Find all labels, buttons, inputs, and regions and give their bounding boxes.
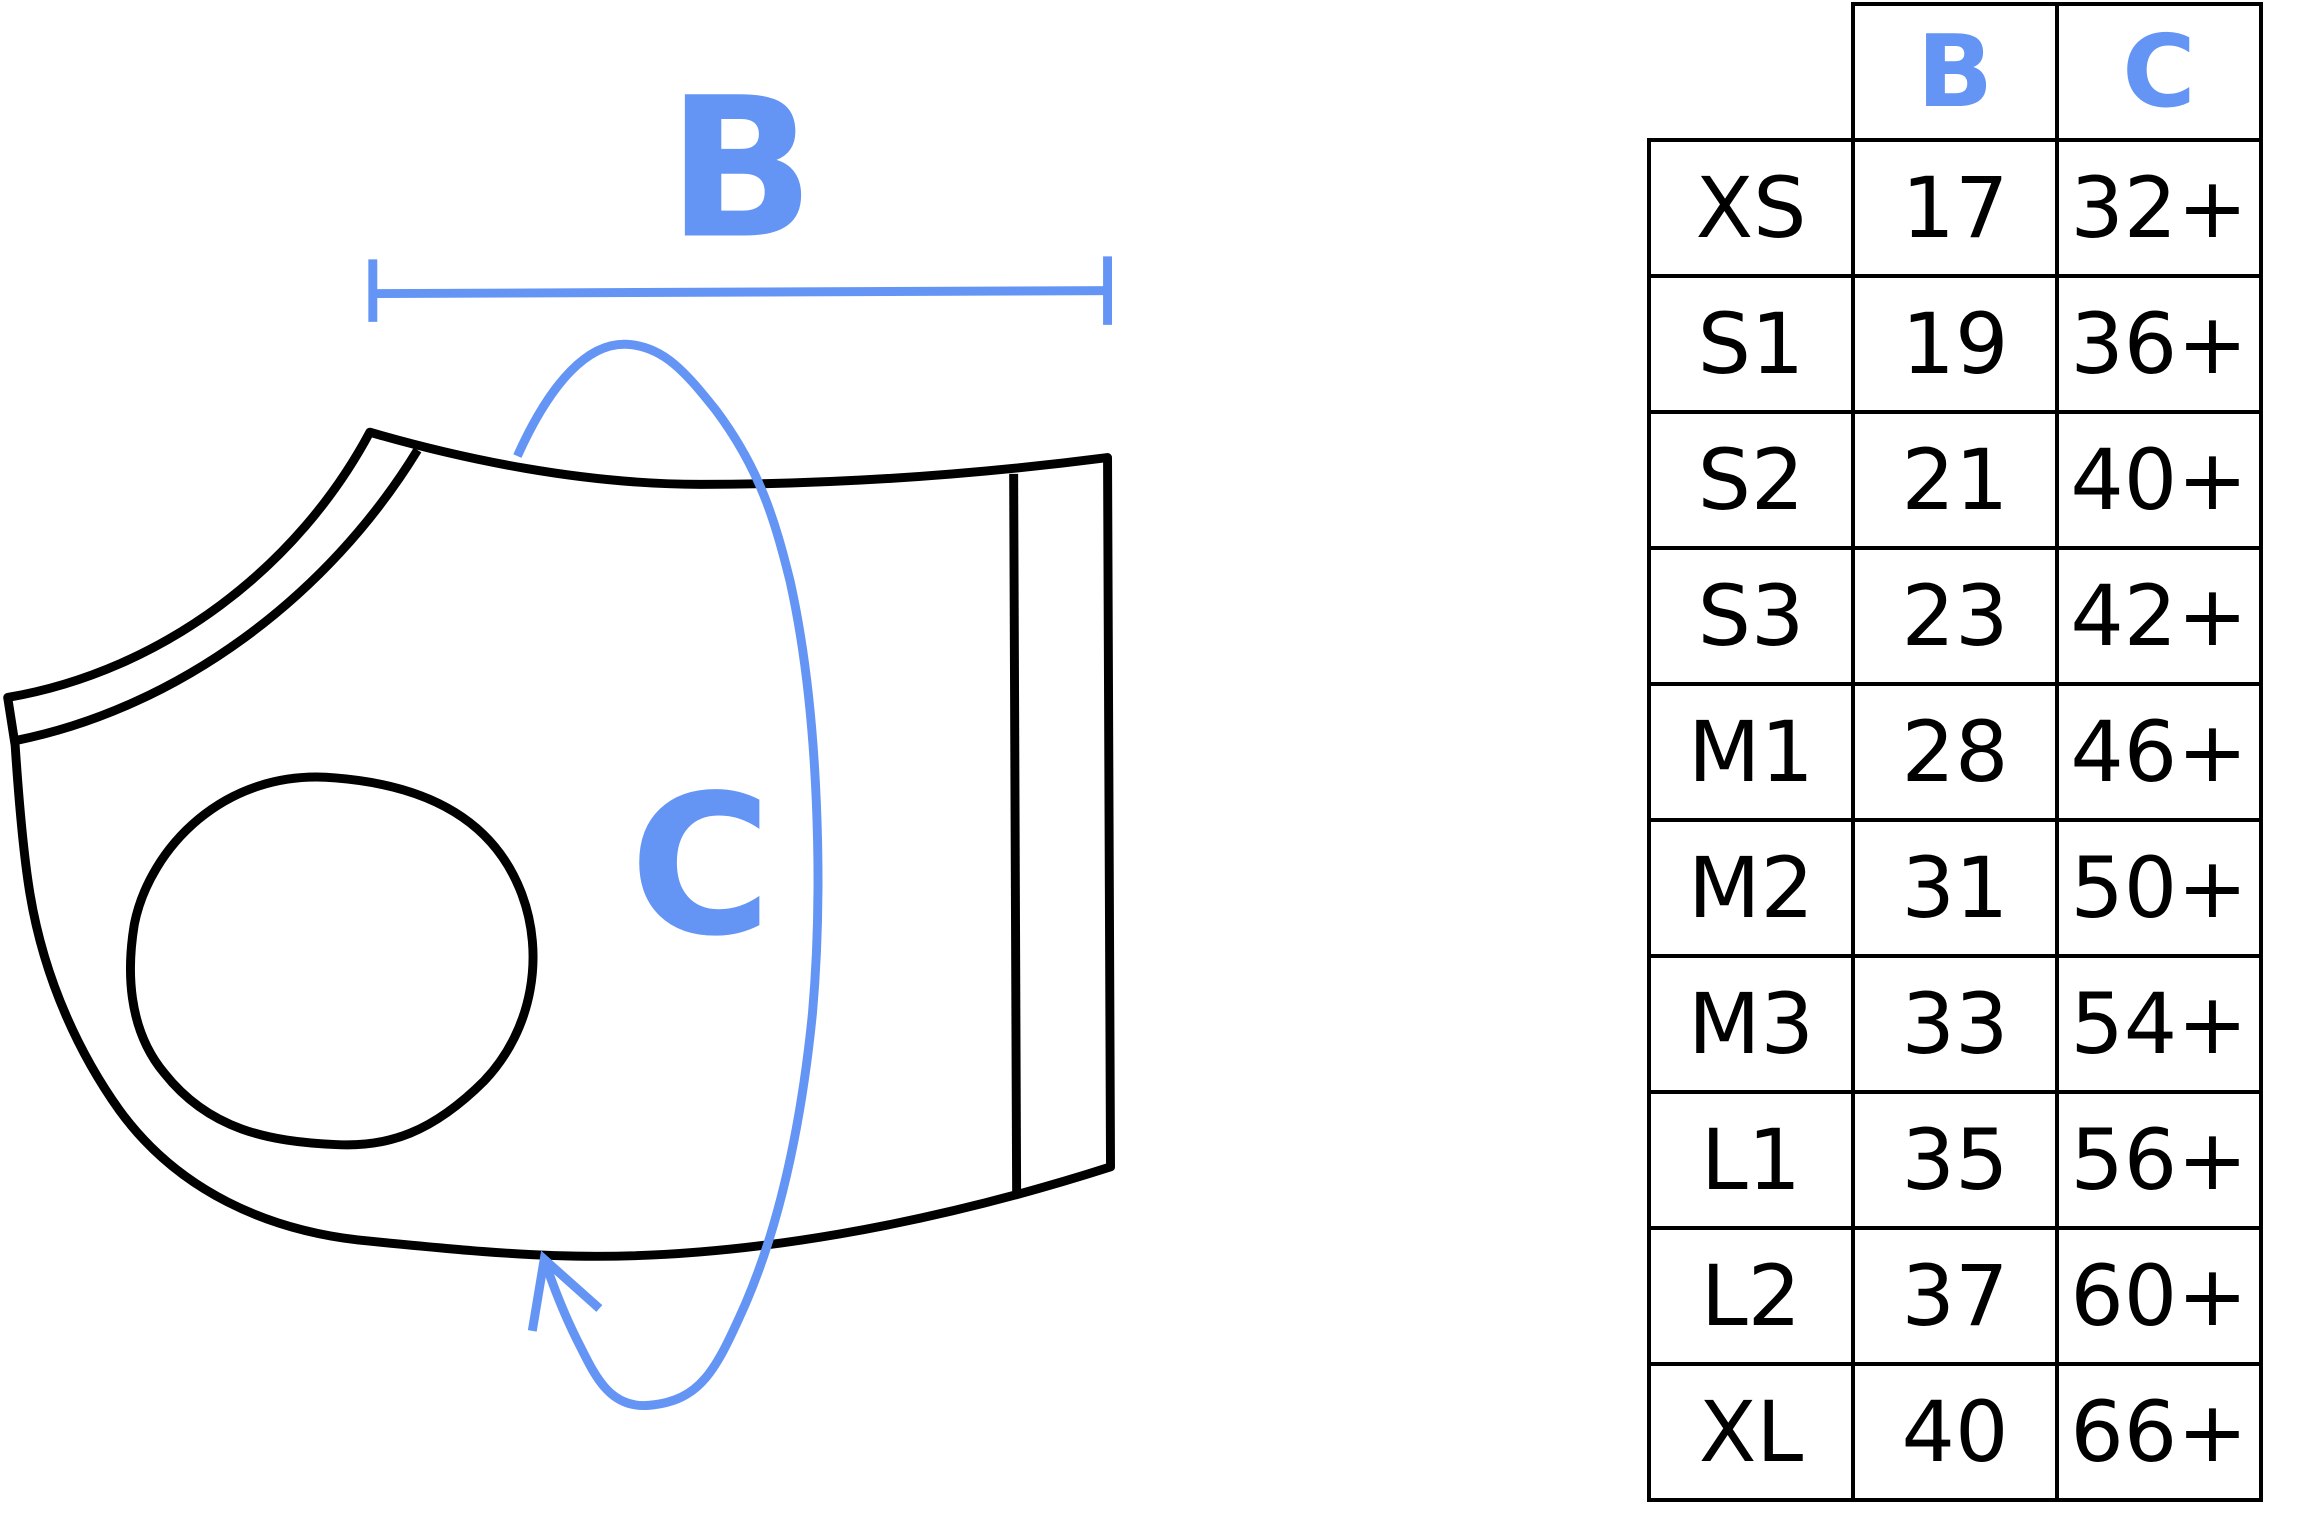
cell-c: 36+ xyxy=(2055,274,2263,414)
header-b: B xyxy=(1851,2,2059,142)
cell-b: 19 xyxy=(1851,274,2059,414)
cell-c: 50+ xyxy=(2055,818,2263,958)
arrow-head-icon xyxy=(527,1250,603,1332)
cell-c: 56+ xyxy=(2055,1090,2263,1230)
cell-b: 28 xyxy=(1851,682,2059,822)
cell-b: 33 xyxy=(1851,954,2059,1094)
cell-b: 37 xyxy=(1851,1226,2059,1366)
mask-outline xyxy=(3,427,1115,1261)
label-c: C xyxy=(630,753,772,979)
filter-hole xyxy=(126,772,538,1150)
cell-size: M2 xyxy=(1647,818,1855,958)
cell-size: L2 xyxy=(1647,1226,1855,1366)
cell-c: 46+ xyxy=(2055,682,2263,822)
cell-c: 66+ xyxy=(2055,1362,2263,1502)
cell-b: 23 xyxy=(1851,546,2059,686)
mask-vertical-seam xyxy=(1009,473,1022,1193)
cell-b: 35 xyxy=(1851,1090,2059,1230)
dimension-c-loop xyxy=(513,339,823,1410)
cell-size: S1 xyxy=(1647,274,1855,414)
table-header-row: B C xyxy=(1649,2,2263,142)
cell-b: 17 xyxy=(1851,138,2059,278)
cell-size: XS xyxy=(1647,138,1855,278)
dimension-b-line xyxy=(372,286,1108,299)
cell-size: L1 xyxy=(1647,1090,1855,1230)
cell-c: 32+ xyxy=(2055,138,2263,278)
cell-size: S2 xyxy=(1647,410,1855,550)
cell-c: 42+ xyxy=(2055,546,2263,686)
header-c: C xyxy=(2055,2,2263,142)
cell-b: 21 xyxy=(1851,410,2059,550)
cell-size: M1 xyxy=(1647,682,1855,822)
cell-c: 54+ xyxy=(2055,954,2263,1094)
cell-b: 40 xyxy=(1851,1362,2059,1502)
cell-b: 31 xyxy=(1851,818,2059,958)
cell-size: M3 xyxy=(1647,954,1855,1094)
cell-size: XL xyxy=(1647,1362,1855,1502)
header-empty-cell xyxy=(1649,4,1853,142)
cell-c: 40+ xyxy=(2055,410,2263,550)
cell-c: 60+ xyxy=(2055,1226,2263,1366)
cell-size: S3 xyxy=(1647,546,1855,686)
label-b: B xyxy=(667,55,815,281)
mask-inner-seam xyxy=(14,447,422,746)
